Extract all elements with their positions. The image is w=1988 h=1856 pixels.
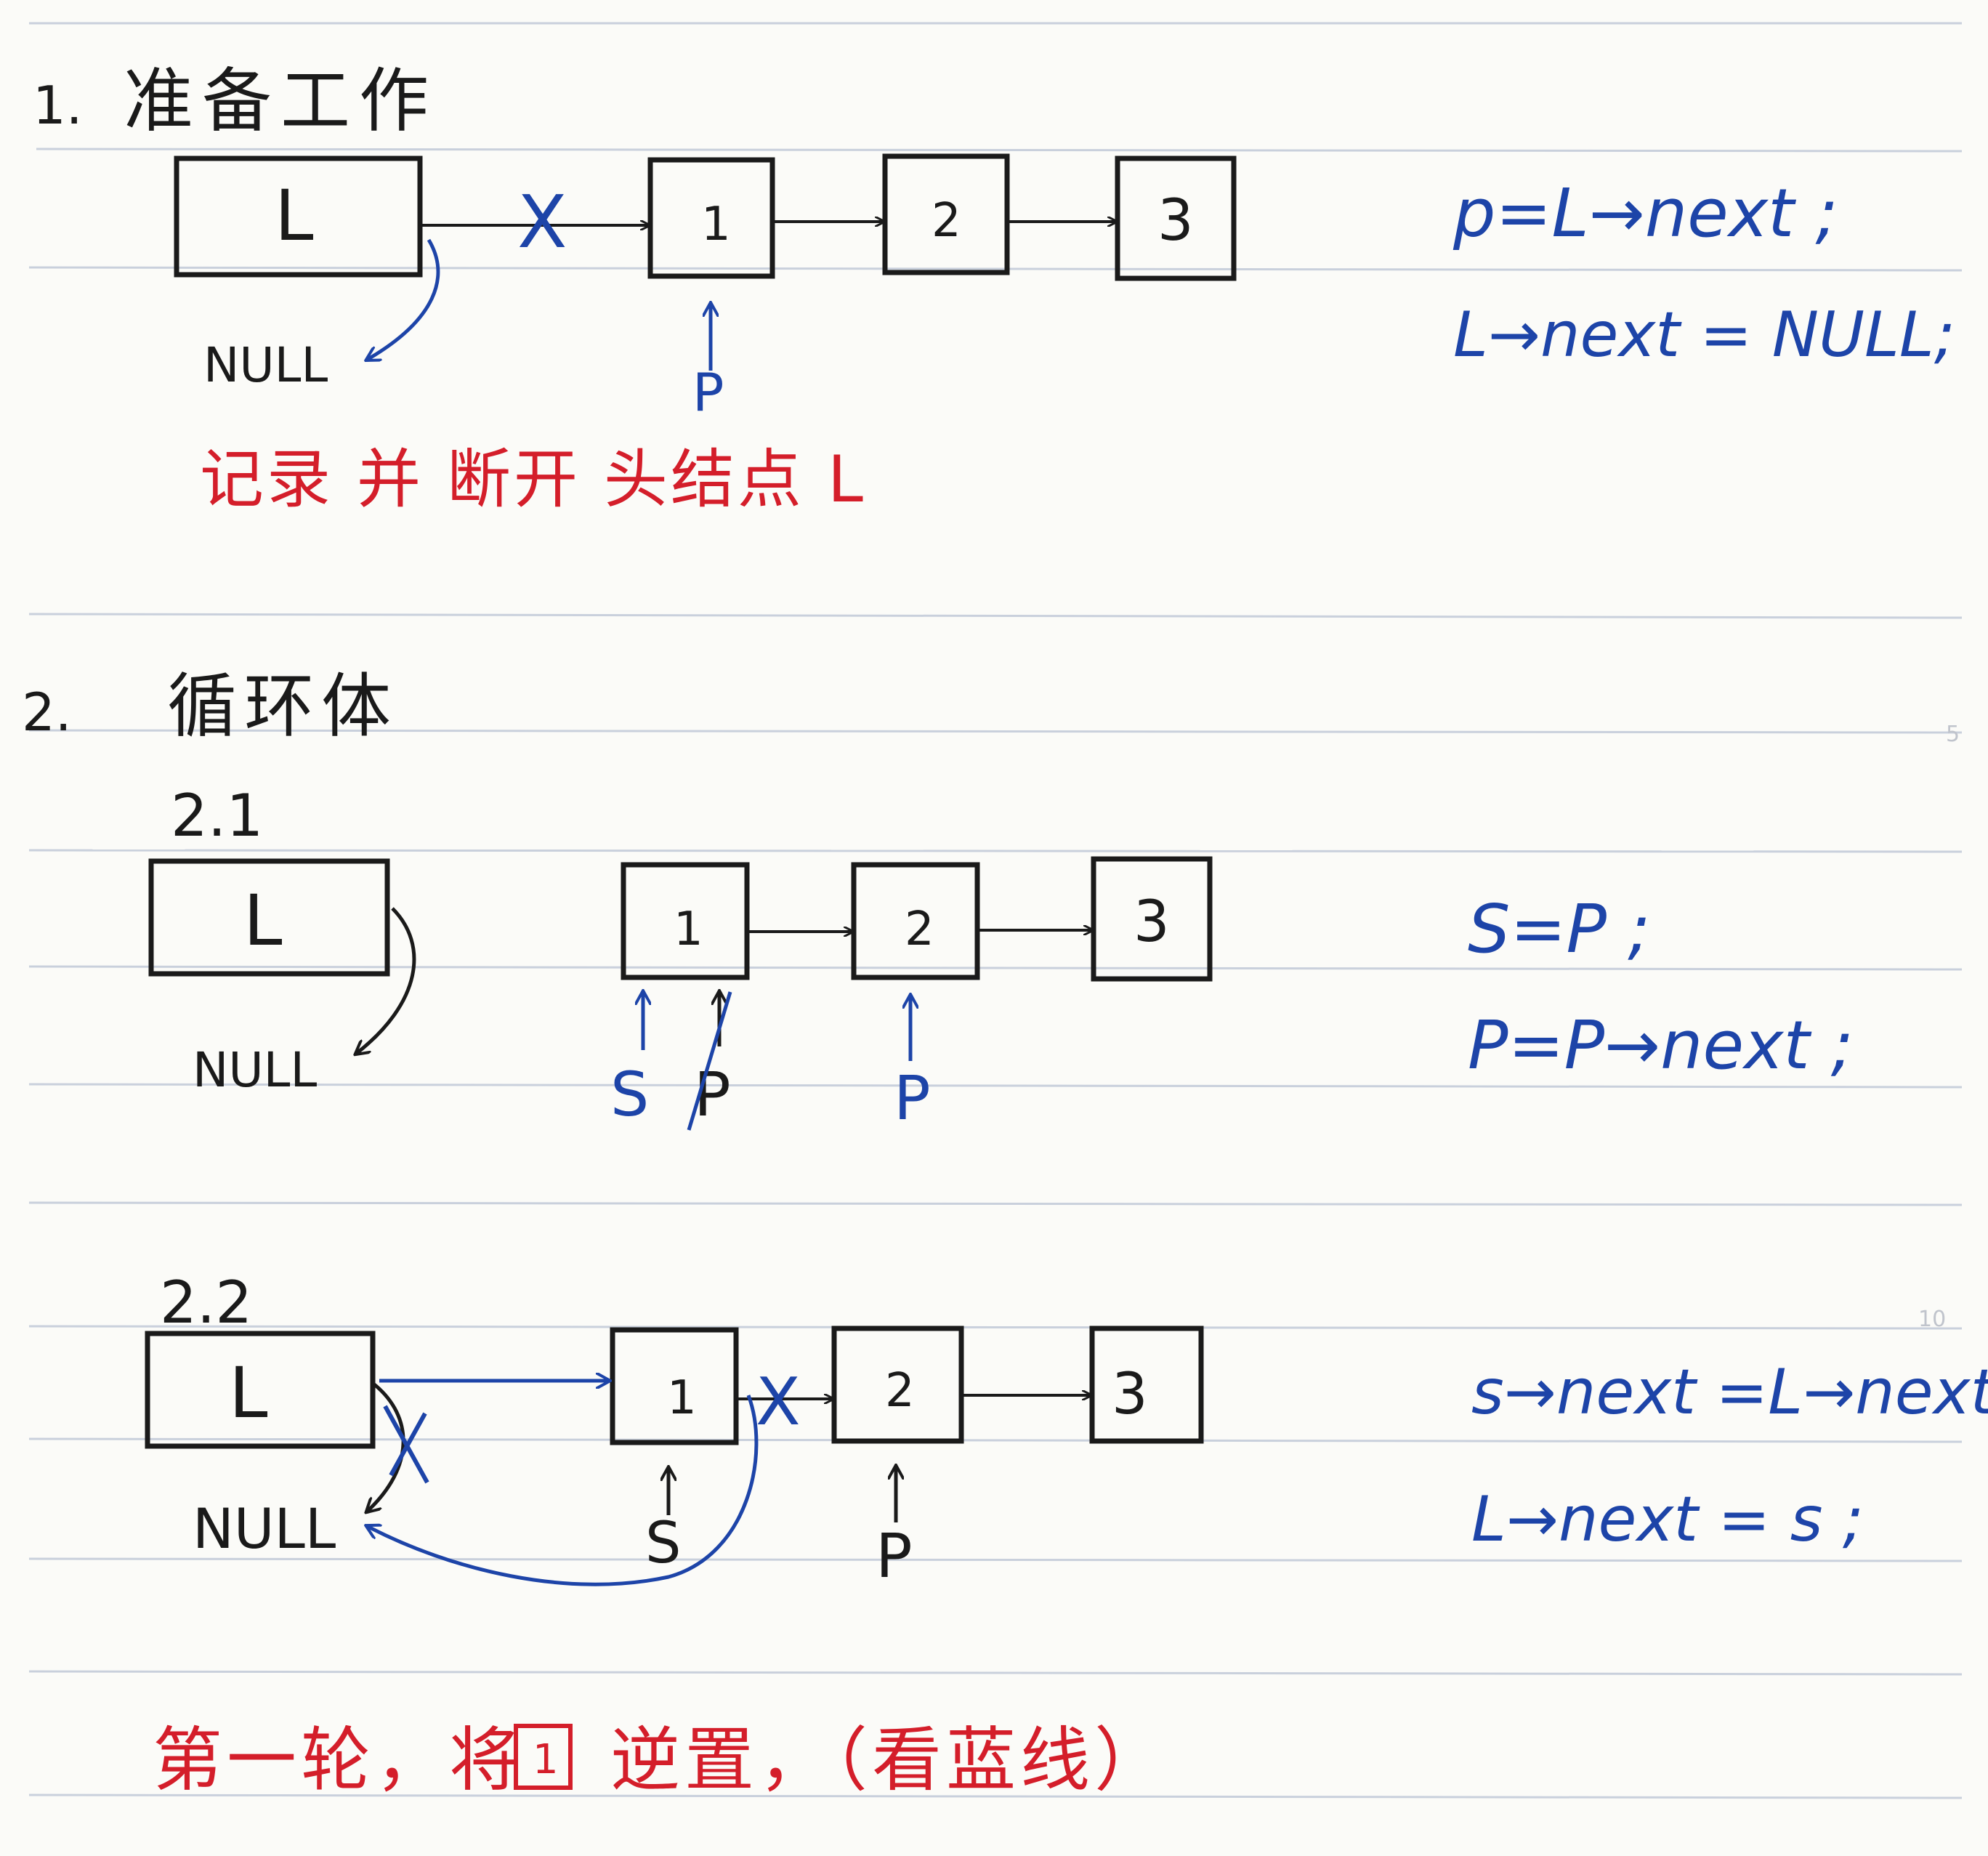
step-2-2-code-line-2: L→next = s ; — [1471, 1483, 1864, 1556]
footer-boxed-label: 1 — [533, 1736, 559, 1783]
step-2-2-pointer-s-label: S — [645, 1511, 682, 1576]
step-2-1-head-L — [148, 858, 390, 977]
section-1: 1. 准备工作 L 1 2 3 X NULL P p=L→next ; L→ne… — [33, 60, 1955, 517]
footer-text-after: 逆置，（看蓝线） — [610, 1719, 1168, 1801]
node-1 — [647, 157, 775, 279]
step-2-2-node-2 — [831, 1326, 964, 1444]
step-2-2-head-L-label: L — [229, 1352, 267, 1434]
step-2-1-node-1 — [621, 862, 750, 980]
step-2-2: 2.2 L NULL 1 2 3 X S P — [145, 1269, 1988, 1591]
arrow-L-to-null — [367, 238, 440, 360]
step-2-1-pointer-s-label: S — [610, 1059, 649, 1130]
section-2: 2. 循环体 2.1 L NULL 1 2 3 S P P S=P ; P=P — [22, 666, 1988, 1591]
step-2-1-head-L-label: L — [243, 880, 282, 961]
step-2-1-node-3-label: 3 — [1134, 889, 1170, 955]
section-2-title: 循环体 — [167, 666, 398, 747]
node-2 — [882, 153, 1010, 275]
margin-number-5: 5 — [1946, 722, 1960, 747]
section-1-note: 记录 并 断开 头结点 L — [200, 442, 866, 517]
head-node-L — [174, 156, 423, 278]
footer-text-before: 第一轮，将 — [153, 1719, 523, 1801]
step-2-2-head-L — [145, 1331, 376, 1449]
step-2-1-code-line-2: P=P→next ; — [1468, 1006, 1854, 1084]
step-2-2-null-label: NULL — [193, 1496, 336, 1561]
step-2-1-null-label: NULL — [193, 1042, 317, 1098]
step-2-2-node-1-label: 1 — [667, 1371, 697, 1425]
footer-note: 第一轮，将 1 逆置，（看蓝线） — [153, 1719, 1168, 1801]
step-2-2-node-2-label: 2 — [885, 1364, 915, 1418]
node-2-label: 2 — [932, 194, 961, 248]
step-2-2-new-1-to-null — [367, 1395, 759, 1586]
step-2-2-node-1 — [610, 1327, 739, 1445]
step-2-1-old-p-strike — [687, 991, 732, 1131]
head-node-L-label: L — [275, 175, 313, 257]
code-line-2: L→next = NULL; — [1453, 299, 1955, 371]
step-2-2-code-line-1: s→next =L→next; — [1471, 1356, 1988, 1429]
step-2-1-node-1-label: 1 — [674, 903, 703, 956]
ruled-lines — [28, 22, 1963, 1799]
section-1-number: 1. — [33, 75, 83, 136]
step-2-2-node-3-label: 3 — [1112, 1362, 1148, 1427]
node-1-label: 1 — [701, 198, 731, 251]
footer-boxed-node — [514, 1724, 573, 1790]
step-2-2-pointer-p-label: P — [876, 1520, 913, 1591]
step-2-2-label: 2.2 — [160, 1269, 252, 1336]
step-2-2-old-L-null-arrow — [367, 1383, 405, 1512]
step-2-2-cut-mark: X — [756, 1364, 801, 1440]
margin-number-10: 10 — [1918, 1307, 1946, 1332]
null-label: NULL — [203, 337, 328, 393]
step-2-1-node-2-label: 2 — [905, 903, 934, 956]
pointer-p-label: P — [692, 362, 724, 423]
step-2-1-label: 2.1 — [171, 782, 263, 850]
step-2-1-node-2 — [851, 862, 980, 980]
step-2-2-node-3 — [1089, 1326, 1204, 1444]
step-2-1-arrow-L-to-null — [356, 907, 416, 1054]
step-2-1-node-3 — [1091, 856, 1213, 982]
step-2-2-old-link-cross-b — [389, 1412, 427, 1477]
node-3 — [1115, 156, 1237, 281]
section-1-title: 准备工作 — [124, 60, 437, 142]
step-2-1-new-p-label: P — [894, 1062, 931, 1134]
cut-mark: X — [517, 179, 567, 265]
code-line-1: p=L→next ; — [1452, 174, 1838, 252]
step-2-1: 2.1 L NULL 1 2 3 S P P S=P ; P=P→next ; — [148, 782, 1854, 1134]
section-2-number: 2. — [22, 682, 72, 743]
step-2-1-code-line-1: S=P ; — [1468, 890, 1650, 968]
node-3-label: 3 — [1157, 188, 1194, 254]
